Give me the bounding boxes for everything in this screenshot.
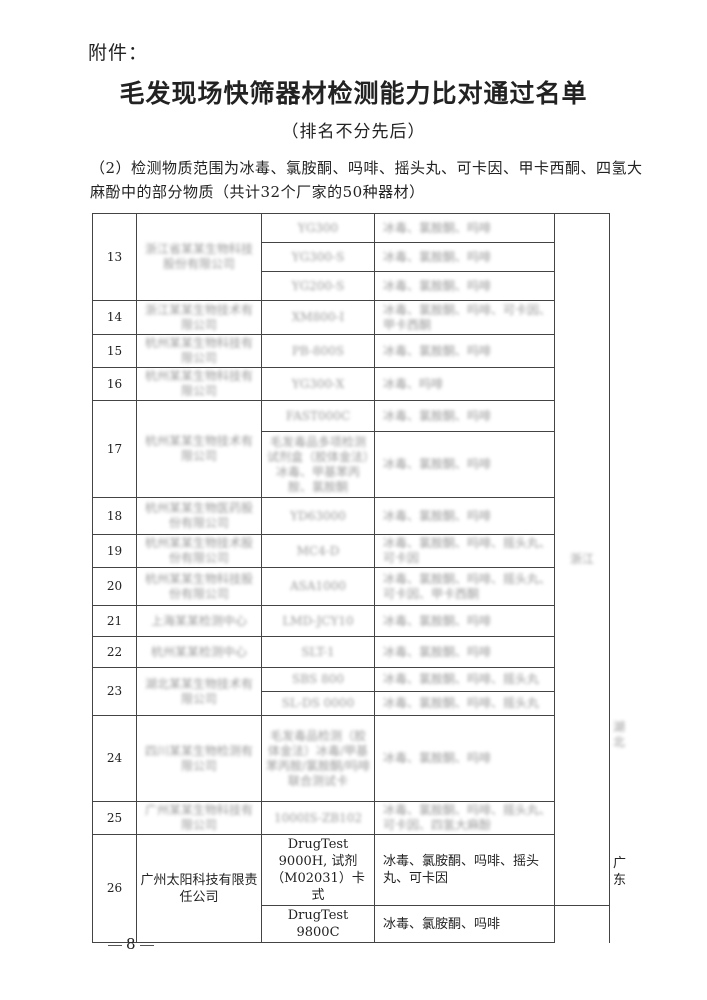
table-row: 18 杭州某某生物医药股份有限公司 YD63000 冰毒、氯胺酮、吗啡	[92, 497, 610, 535]
table-row: 16 杭州某某生物科技有限公司 YG300-X 冰毒、吗啡	[92, 367, 610, 401]
attachment-label: 附件：	[88, 42, 149, 64]
page-dash-left	[108, 944, 122, 946]
row-number: 21	[92, 605, 137, 637]
company-name: 杭州某某生物科技股份有限公司	[136, 567, 262, 606]
model-name: 毛发毒品检测（胶体金法）冰毒/甲基苯丙胺/氯胺酮/吗啡联合测试卡	[261, 715, 375, 802]
detected-substances: 冰毒、吗啡	[374, 367, 555, 401]
row-number: 18	[92, 497, 137, 535]
row-number: 17	[92, 400, 137, 498]
company-name: 湖北某某生物技术有限公司	[136, 667, 262, 716]
detected-substances: 冰毒、氯胺酮、吗啡、可卡因、甲卡西酮	[374, 300, 555, 335]
document-title: 毛发现场快筛器材检测能力比对通过名单	[119, 79, 588, 108]
model-name: SLT-1	[261, 636, 375, 668]
device-table: 13 浙江省某某生物科技股份有限公司 YG300 冰毒、氯胺酮、吗啡 浙江 YG…	[92, 213, 626, 943]
company-name: 上海某某检测中心	[136, 605, 262, 637]
table-row: DrugTest 9800C 冰毒、氯胺酮、吗啡	[93, 905, 610, 943]
model-name: YG300-X	[261, 367, 375, 401]
intro-paragraph: （2）检测物质范围为冰毒、氯胺酮、吗啡、摇头丸、可卡因、甲卡西酮、四氢大麻酚中的…	[90, 159, 643, 201]
company-name: 浙江省某某生物科技股份有限公司	[136, 213, 262, 301]
company-name: 广州太阳科技有限责任公司	[136, 834, 262, 943]
table-row: 毛发毒品多项检测试剂盒（胶体金法）冰毒、甲基苯丙胺、氯胺酮 冰毒、氯胺酮、吗啡	[93, 431, 610, 498]
row-number: 22	[92, 636, 137, 668]
detected-substances: 冰毒、氯胺酮、吗啡	[374, 271, 555, 301]
model-name: ASA1000	[261, 567, 375, 606]
detected-substances: 冰毒、氯胺酮、吗啡	[374, 431, 555, 498]
detected-substances: 冰毒、氯胺酮、吗啡	[374, 497, 555, 535]
table-row: 14 浙江某某生物技术有限公司 XM800-I 冰毒、氯胺酮、吗啡、可卡因、甲卡…	[92, 300, 610, 335]
detected-substances: 冰毒、氯胺酮、吗啡	[374, 605, 555, 637]
row-number: 19	[92, 534, 137, 568]
row-number: 23	[92, 667, 137, 716]
detected-substances: 冰毒、氯胺酮、吗啡	[374, 715, 555, 802]
model-name: FAST000C	[261, 400, 375, 432]
table-row: 22 杭州某某检测中心 SLT-1 冰毒、氯胺酮、吗啡	[92, 636, 610, 668]
company-name: 杭州某某生物技术有限公司	[136, 400, 262, 498]
model-name: XM800-I	[261, 300, 375, 335]
row-number: 25	[92, 801, 137, 835]
company-name: 杭州某某检测中心	[136, 636, 262, 668]
model-name: LMD-JCY10	[261, 605, 375, 637]
row-number: 14	[92, 300, 137, 335]
company-name: 杭州某某生物科技有限公司	[136, 334, 262, 368]
table-row: 23 湖北某某生物技术有限公司 SBS 800 冰毒、氯胺酮、吗啡、摇头丸 湖北	[92, 667, 625, 749]
model-name: PB-800S	[261, 334, 375, 368]
page-dash-right	[139, 944, 154, 946]
table-row: 26 广州太阳科技有限责任公司 DrugTest 9000H, 试剂（M0203…	[92, 834, 610, 943]
row-number: 13	[92, 213, 137, 301]
table-row: 20 杭州某某生物科技股份有限公司 ASA1000 冰毒、氯胺酮、吗啡、摇头丸、…	[92, 567, 610, 606]
detected-substances: 冰毒、氯胺酮、吗啡	[374, 636, 555, 668]
detected-substances: 冰毒、氯胺酮、吗啡、摇头丸	[374, 667, 555, 692]
document-subtitle: （排名不分先后）	[281, 122, 426, 142]
table-row: SL-DS 0000 冰毒、氯胺酮、吗啡、摇头丸	[93, 691, 610, 716]
detected-substances: 冰毒、氯胺酮、吗啡、摇头丸、可卡因	[374, 534, 555, 568]
detected-substances: 冰毒、氯胺酮、吗啡	[374, 905, 555, 943]
table-row: 24 四川某某生物检测有限公司 毛发毒品检测（胶体金法）冰毒/甲基苯丙胺/氯胺酮…	[92, 715, 610, 802]
row-number: 15	[92, 334, 137, 368]
model-name: YG300-S	[261, 242, 375, 272]
table-row: 19 杭州某某生物技术股份有限公司 MC4-D 冰毒、氯胺酮、吗啡、摇头丸、可卡…	[92, 534, 610, 568]
region-cell: 浙江	[554, 213, 610, 906]
row-number: 24	[92, 715, 137, 802]
row-number: 20	[92, 567, 137, 606]
company-name: 四川某某生物检测有限公司	[136, 715, 262, 802]
detected-substances: 冰毒、氯胺酮、吗啡、摇头丸、可卡因	[374, 834, 555, 906]
detected-substances: 冰毒、氯胺酮、吗啡	[374, 213, 555, 243]
table-row: 21 上海某某检测中心 LMD-JCY10 冰毒、氯胺酮、吗啡	[92, 605, 610, 637]
model-name: YG200-S	[261, 271, 375, 301]
detected-substances: 冰毒、氯胺酮、吗啡、摇头丸	[374, 691, 555, 716]
table-row: 13 浙江省某某生物科技股份有限公司 YG300 冰毒、氯胺酮、吗啡 浙江	[92, 213, 610, 906]
table-row: 25 广州某某生物科技有限公司 1000IS-ZB102 冰毒、氯胺酮、吗啡、摇…	[92, 801, 626, 888]
detected-substances: 冰毒、氯胺酮、吗啡	[374, 334, 555, 368]
company-name: 广州某某生物科技有限公司	[136, 801, 262, 835]
company-name: 浙江某某生物技术有限公司	[136, 300, 262, 335]
company-name: 杭州某某生物医药股份有限公司	[136, 497, 262, 535]
model-name: DrugTest 9000H, 试剂（M02031）卡式	[261, 834, 375, 906]
model-name: SL-DS 0000	[261, 691, 375, 716]
company-name: 杭州某某生物技术股份有限公司	[136, 534, 262, 568]
table-row: YG300-S 冰毒、氯胺酮、吗啡	[93, 242, 610, 272]
table-row: YG200-S 冰毒、氯胺酮、吗啡	[93, 271, 610, 301]
company-name: 杭州某某生物科技有限公司	[136, 367, 262, 401]
detected-substances: 冰毒、氯胺酮、吗啡	[374, 242, 555, 272]
table-row: 15 杭州某某生物科技有限公司 PB-800S 冰毒、氯胺酮、吗啡	[92, 334, 610, 368]
page-number-text: 8	[126, 935, 136, 953]
model-name: SBS 800	[261, 667, 375, 692]
model-name: 1000IS-ZB102	[261, 801, 375, 835]
model-name: DrugTest 9800C	[261, 905, 375, 943]
table-row: 17 杭州某某生物技术有限公司 FAST000C 冰毒、氯胺酮、吗啡	[92, 400, 610, 498]
model-name: YD63000	[261, 497, 375, 535]
model-name: 毛发毒品多项检测试剂盒（胶体金法）冰毒、甲基苯丙胺、氯胺酮	[261, 431, 375, 498]
model-name: YG300	[261, 213, 375, 243]
row-number: 26	[92, 834, 137, 943]
page-number: 8	[104, 935, 158, 953]
model-name: MC4-D	[261, 534, 375, 568]
detected-substances: 冰毒、氯胺酮、吗啡	[374, 400, 555, 432]
detected-substances: 冰毒、氯胺酮、吗啡、摇头丸、可卡因、甲卡西酮	[374, 567, 555, 606]
detected-substances: 冰毒、氯胺酮、吗啡、摇头丸、可卡因、四氢大麻酚	[374, 801, 555, 835]
row-number: 16	[92, 367, 137, 401]
